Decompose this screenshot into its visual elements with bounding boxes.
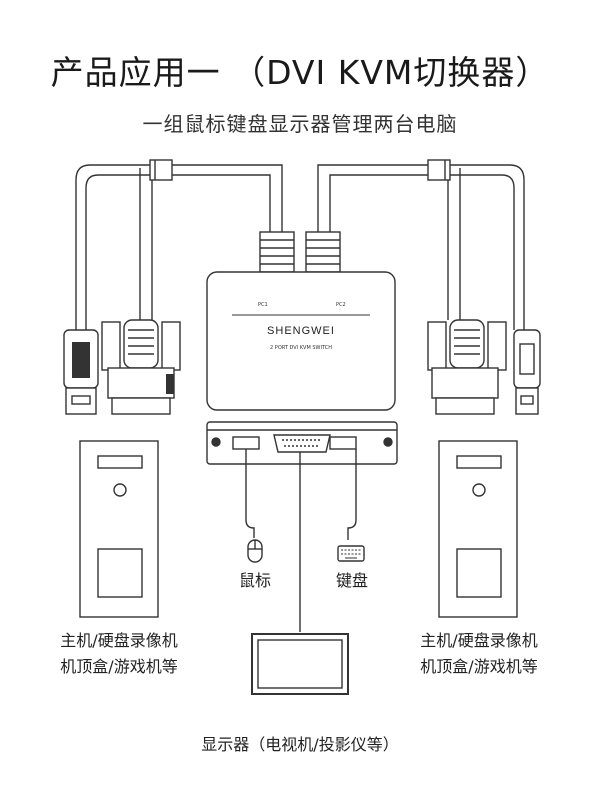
monitor-label: 显示器（电视机/投影仪等） bbox=[201, 735, 399, 754]
kvm-switch-top bbox=[206, 271, 396, 411]
kvm-switch-back bbox=[206, 421, 398, 465]
left-pc-label-line2: 机顶盒/游戏机等 bbox=[60, 657, 178, 676]
port2-label: PC2 bbox=[336, 302, 346, 308]
mouse-icon bbox=[247, 539, 263, 563]
right-cable bbox=[317, 159, 525, 330]
left-cable bbox=[75, 159, 283, 330]
computer-tower-icon bbox=[438, 440, 518, 618]
model-label: 2 PORT DVI KVM SWITCH bbox=[270, 345, 332, 351]
dvi-plug-icon bbox=[427, 319, 507, 415]
page-subtitle: 一组鼠标键盘显示器管理两台电脑 bbox=[142, 112, 458, 136]
left-pc-label-line1: 主机/硬盘录像机 bbox=[60, 631, 178, 650]
keyboard-icon bbox=[337, 545, 365, 562]
brand-logo-text: SHENGWEI bbox=[267, 325, 335, 337]
keyboard-label: 键盘 bbox=[335, 571, 368, 590]
port1-label: PC1 bbox=[258, 302, 268, 308]
monitor-icon bbox=[251, 633, 349, 695]
computer-tower-icon bbox=[79, 440, 159, 618]
right-pc-label-line1: 主机/硬盘录像机 bbox=[420, 631, 538, 650]
left-pc-label: 主机/硬盘录像机 机顶盒/游戏机等 bbox=[40, 628, 198, 680]
dvi-plug-icon bbox=[101, 319, 181, 415]
page-title: 产品应用一 （DVI KVM切换器） bbox=[50, 53, 550, 92]
right-pc-label-line2: 机顶盒/游戏机等 bbox=[420, 657, 538, 676]
peripheral-cables bbox=[245, 449, 357, 632]
usb-plug-icon bbox=[513, 329, 541, 415]
right-pc-label: 主机/硬盘录像机 机顶盒/游戏机等 bbox=[400, 628, 558, 680]
mouse-label: 鼠标 bbox=[238, 571, 271, 590]
usb-plug-icon bbox=[63, 329, 99, 415]
dvi-plug-icon bbox=[259, 231, 341, 273]
